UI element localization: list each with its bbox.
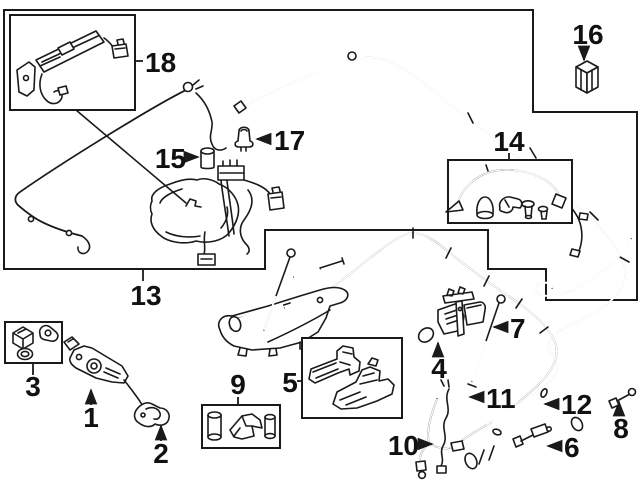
callout-10-label[interactable]: 10 — [388, 430, 419, 461]
prop-rod-ball — [286, 248, 296, 258]
sleeve-cap-15 — [200, 147, 215, 170]
callout-13[interactable]: 13 — [130, 270, 162, 311]
open-arrowhead — [445, 200, 464, 213]
callout-9-label[interactable]: 9 — [230, 369, 246, 400]
callout-9[interactable]: 9 — [230, 369, 246, 404]
latch-assembly — [63, 336, 144, 407]
wiring-kit-14 — [445, 164, 567, 220]
roof-wiring-harness — [14, 79, 285, 266]
callout-3[interactable]: 3 — [25, 364, 41, 402]
callout-4-label[interactable]: 4 — [431, 353, 447, 384]
hardware-kit-3 — [12, 324, 59, 361]
callout-2[interactable]: 2 — [153, 424, 169, 469]
callout-8[interactable]: 8 — [612, 400, 629, 444]
rubber-grommet-17 — [234, 126, 254, 152]
callout-17-label[interactable]: 17 — [274, 125, 305, 156]
wire-harness-11 — [436, 379, 450, 474]
callout-11[interactable]: 11 — [468, 383, 516, 414]
callout-8-label[interactable]: 8 — [613, 413, 629, 444]
callout-4[interactable]: 4 — [431, 341, 447, 384]
hose-clamp-covers-5 — [308, 345, 395, 410]
callout-15-label[interactable]: 15 — [155, 143, 186, 174]
callout-1-label[interactable]: 1 — [83, 402, 99, 433]
relay-module-16 — [575, 60, 599, 94]
callout-5-label[interactable]: 5 — [282, 367, 298, 398]
callout-12[interactable]: 12 — [543, 389, 592, 420]
cylinder-bracket-assembly — [217, 248, 349, 357]
callout-11-label[interactable]: 11 — [486, 383, 516, 414]
callout-10[interactable]: 10 — [388, 430, 434, 461]
callout-14[interactable]: 14 — [493, 126, 525, 160]
striker-hook — [133, 402, 170, 428]
callout-18[interactable]: 18 — [136, 47, 176, 78]
callout-13-label[interactable]: 13 — [130, 280, 161, 311]
callout-3-label[interactable]: 3 — [25, 371, 41, 402]
callout-12-label[interactable]: 12 — [561, 389, 592, 420]
hydraulic-pump — [417, 286, 487, 343]
callout-1[interactable]: 1 — [83, 388, 99, 433]
drain-hose-run — [233, 51, 630, 432]
callout-14-label[interactable]: 14 — [493, 126, 525, 157]
callout-7-label[interactable]: 7 — [510, 313, 526, 344]
callout-18-label[interactable]: 18 — [145, 47, 176, 78]
hose-end-clip — [233, 100, 247, 114]
callout-17[interactable]: 17 — [255, 125, 305, 156]
callout-2-label[interactable]: 2 — [153, 438, 169, 469]
leader-line-18 — [75, 109, 187, 204]
gas-strut — [570, 387, 637, 432]
callout-6-label[interactable]: 6 — [564, 432, 580, 463]
callout-15[interactable]: 15 — [155, 143, 200, 174]
hydraulic-cylinder — [464, 423, 552, 470]
hose-elbow-12 — [492, 388, 548, 436]
lock-actuator-harness — [16, 30, 129, 105]
main-detail-box — [3, 9, 638, 301]
callout-16[interactable]: 16 — [572, 19, 604, 62]
bushing-kit-9 — [207, 411, 276, 441]
callout-5[interactable]: 5 — [282, 367, 302, 398]
callout-7[interactable]: 7 — [492, 313, 526, 344]
callout-16-label[interactable]: 16 — [572, 19, 603, 50]
callout-6[interactable]: 6 — [546, 432, 580, 463]
